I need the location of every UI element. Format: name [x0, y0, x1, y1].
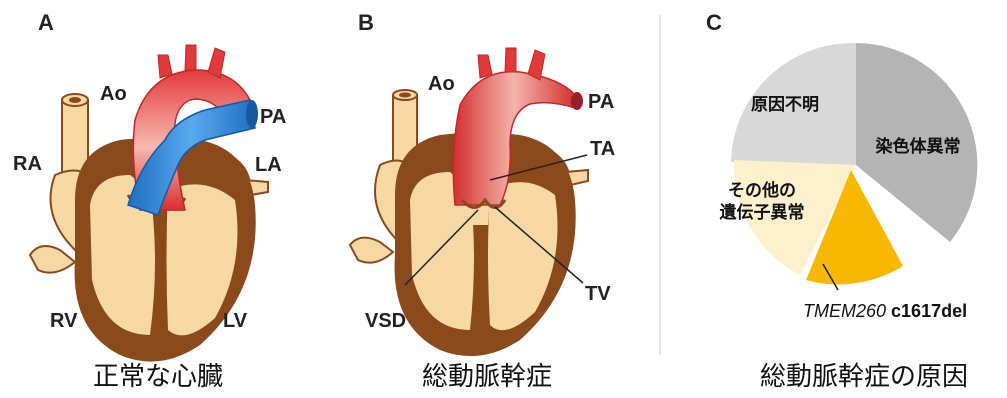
caption-b: 総動脈幹症 [422, 362, 552, 392]
label-pa-a: PA [260, 106, 286, 128]
label-rv-a: RV [50, 310, 78, 332]
label-ta-b: TA [590, 138, 615, 160]
panel-b-letter: B [358, 10, 374, 35]
pa-opening-b [571, 92, 583, 110]
inferior-vessel-b [350, 238, 393, 263]
pie-label-tmem260: TMEM260 c1617del [803, 301, 967, 321]
panel-a-letter: A [38, 10, 54, 35]
pie-label-other-2: 遺伝子異常 [720, 202, 805, 223]
variant-name: c1617del [886, 301, 967, 321]
label-ra-a: RA [13, 153, 42, 175]
label-ao-b: Ao [428, 73, 455, 95]
pa-opening-a [246, 100, 258, 128]
panel-c-letter: C [706, 10, 722, 35]
pie-label-other-1: その他の [728, 180, 796, 201]
caption-a: 正常な心臓 [93, 362, 223, 392]
label-ao-a: Ao [100, 83, 127, 105]
label-vsd-b: VSD [365, 310, 406, 332]
pie-label-chromosome: 染色体異常 [876, 136, 961, 157]
panel-b: B Ao PA TA VSD TV 総動脈幹症 [350, 10, 615, 392]
panel-a: A Ao PA RA LA RV LV [13, 10, 286, 392]
pie-label-unknown: 原因不明 [751, 95, 819, 115]
label-lv-a: LV [223, 310, 248, 332]
gene-name: TMEM260 [803, 301, 886, 321]
inferior-vessel-a [30, 246, 75, 273]
caption-c: 総動脈幹症の原因 [760, 362, 968, 392]
label-la-a: LA [255, 154, 282, 176]
panel-c: C 原因不明 染色体異常 その他の 遺伝子異常 TMEM260 c1617del… [706, 10, 977, 392]
label-tv-b: TV [585, 283, 611, 305]
label-pa-b: PA [588, 91, 614, 113]
